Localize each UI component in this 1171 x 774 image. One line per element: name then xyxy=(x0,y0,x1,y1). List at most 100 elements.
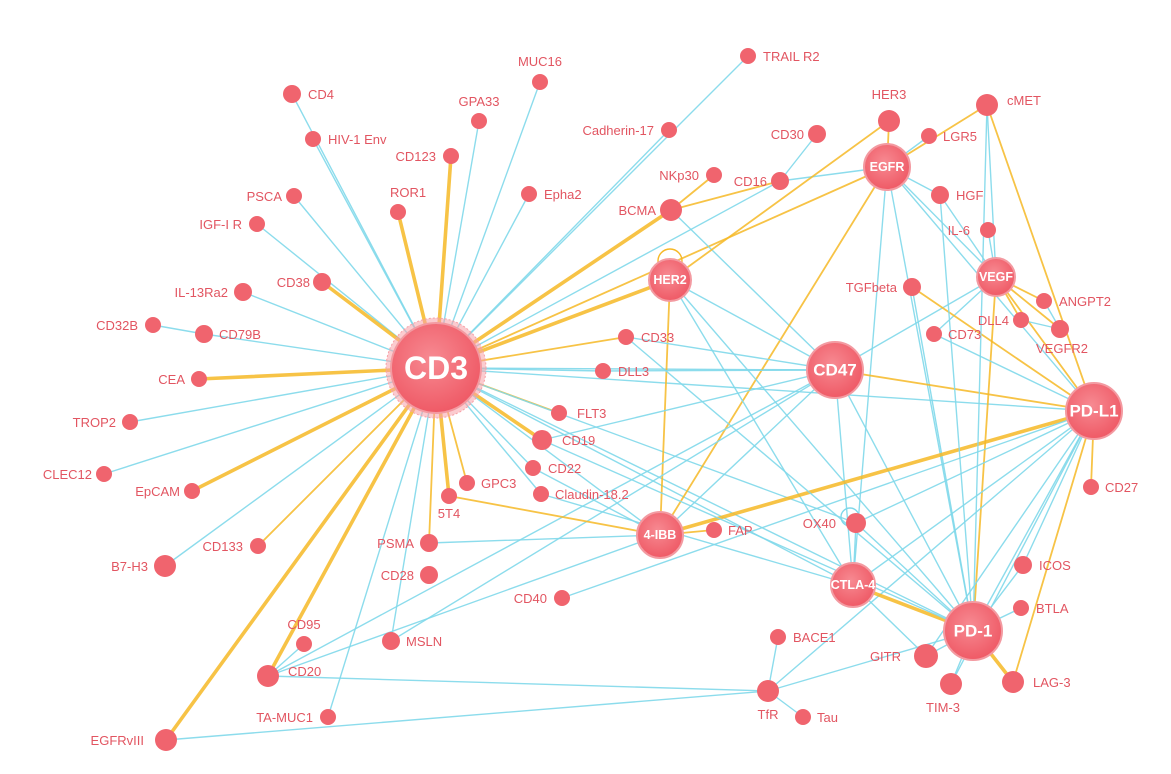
node-circle-flt3[interactable] xyxy=(551,405,567,421)
node-circle-fap[interactable] xyxy=(706,522,722,538)
node-circle-epcam[interactable] xyxy=(184,483,200,499)
node-igf-i-r[interactable]: IGF-I R xyxy=(199,216,265,232)
node-cd27[interactable]: CD27 xyxy=(1083,479,1138,495)
node-circle-vegf[interactable] xyxy=(976,257,1016,297)
node-circle-b7-h3[interactable] xyxy=(154,555,176,577)
node-circle-trail-r2[interactable] xyxy=(740,48,756,64)
node-dll3[interactable]: DLL3 xyxy=(595,363,649,379)
node-circle-cd3[interactable] xyxy=(390,322,482,414)
node-circle-lgr5[interactable] xyxy=(921,128,937,144)
node-circle-cmet[interactable] xyxy=(976,94,998,116)
node-circle-cd16[interactable] xyxy=(771,172,789,190)
node-b7-h3[interactable]: B7-H3 xyxy=(111,555,176,577)
node-fap[interactable]: FAP xyxy=(706,522,753,538)
node-cd32b[interactable]: CD32B xyxy=(96,317,161,333)
node-ctla-4[interactable]: CTLA-4 xyxy=(830,562,876,608)
node-circle-btla[interactable] xyxy=(1013,600,1029,616)
node-circle-hgf[interactable] xyxy=(931,186,949,204)
node-tim-3[interactable]: TIM-3 xyxy=(926,673,962,715)
node-cadherin-17[interactable]: Cadherin-17 xyxy=(582,122,677,138)
node-circle-cd95[interactable] xyxy=(296,636,312,652)
node-circle-bcma[interactable] xyxy=(660,199,682,221)
node-ox40[interactable]: OX40 xyxy=(803,513,866,533)
node-circle-lag-3[interactable] xyxy=(1002,671,1024,693)
node-muc16[interactable]: MUC16 xyxy=(518,54,562,90)
node-4-ibb[interactable]: 4-IBB xyxy=(636,511,684,559)
node-circle-il-13ra2[interactable] xyxy=(234,283,252,301)
node-circle-cd40[interactable] xyxy=(554,590,570,606)
node-circle-egfr[interactable] xyxy=(863,143,911,191)
node-claudin-18-2[interactable]: Claudin-18.2 xyxy=(533,486,629,502)
node-pd-1[interactable]: PD-1 xyxy=(943,601,1003,661)
node-pd-l1[interactable]: PD-L1 xyxy=(1065,382,1123,440)
node-nkp30[interactable]: NKp30 xyxy=(659,167,722,183)
node-trop2[interactable]: TROP2 xyxy=(73,414,138,430)
node-bcma[interactable]: BCMA xyxy=(618,199,682,221)
node-circle-4-ibb[interactable] xyxy=(636,511,684,559)
node-circle-ta-muc1[interactable] xyxy=(320,709,336,725)
node-epha2[interactable]: Epha2 xyxy=(521,186,582,202)
node-egfr[interactable]: EGFR xyxy=(863,143,911,191)
node-circle-cadherin-17[interactable] xyxy=(661,122,677,138)
node-angpt2[interactable]: ANGPT2 xyxy=(1036,293,1111,309)
node-circle-muc16[interactable] xyxy=(532,74,548,90)
node-icos[interactable]: ICOS xyxy=(1014,556,1071,574)
node-clec12[interactable]: CLEC12 xyxy=(43,466,112,482)
node-tgfbeta[interactable]: TGFbeta xyxy=(846,278,921,296)
node-circle-cd123[interactable] xyxy=(443,148,459,164)
node-gitr[interactable]: GITR xyxy=(870,644,938,668)
node-circle-5t4[interactable] xyxy=(441,488,457,504)
node-circle-cd32b[interactable] xyxy=(145,317,161,333)
node-circle-pd-1[interactable] xyxy=(943,601,1003,661)
node-cd4[interactable]: CD4 xyxy=(283,85,334,103)
node-circle-cd133[interactable] xyxy=(250,538,266,554)
node-bace1[interactable]: BACE1 xyxy=(770,629,836,645)
node-circle-psca[interactable] xyxy=(286,188,302,204)
node-circle-tfr[interactable] xyxy=(757,680,779,702)
node-hgf[interactable]: HGF xyxy=(931,186,984,204)
node-circle-cd79b[interactable] xyxy=(195,325,213,343)
node-circle-bace1[interactable] xyxy=(770,629,786,645)
node-cd133[interactable]: CD133 xyxy=(203,538,266,554)
node-circle-gpa33[interactable] xyxy=(471,113,487,129)
node-circle-hiv-1-env[interactable] xyxy=(305,131,321,147)
node-circle-cd30[interactable] xyxy=(808,125,826,143)
node-circle-her2[interactable] xyxy=(648,258,692,302)
node-msln[interactable]: MSLN xyxy=(382,632,442,650)
node-circle-psma[interactable] xyxy=(420,534,438,552)
node-circle-ox40[interactable] xyxy=(846,513,866,533)
node-circle-claudin-18-2[interactable] xyxy=(533,486,549,502)
node-circle-tgfbeta[interactable] xyxy=(903,278,921,296)
node-circle-cd73[interactable] xyxy=(926,326,942,342)
node-circle-egfrviii[interactable] xyxy=(155,729,177,751)
node-circle-cea[interactable] xyxy=(191,371,207,387)
node-vegf[interactable]: VEGF xyxy=(976,257,1016,297)
node-circle-cd4[interactable] xyxy=(283,85,301,103)
node-gpa33[interactable]: GPA33 xyxy=(459,94,500,129)
node-il-6[interactable]: IL-6 xyxy=(948,222,996,238)
node-cd33[interactable]: CD33 xyxy=(618,329,674,345)
node-circle-ror1[interactable] xyxy=(390,204,406,220)
node-circle-cd33[interactable] xyxy=(618,329,634,345)
node-circle-ctla-4[interactable] xyxy=(830,562,876,608)
node-lgr5[interactable]: LGR5 xyxy=(921,128,977,144)
node-cd95[interactable]: CD95 xyxy=(287,617,321,652)
node-cd3[interactable]: CD3 xyxy=(390,322,482,414)
node-cea[interactable]: CEA xyxy=(158,371,207,387)
node-circle-angpt2[interactable] xyxy=(1036,293,1052,309)
node-circle-cd47[interactable] xyxy=(806,341,864,399)
node-circle-cd28[interactable] xyxy=(420,566,438,584)
node-il-13ra2[interactable]: IL-13Ra2 xyxy=(175,283,252,301)
node-circle-dll4[interactable] xyxy=(1013,312,1029,328)
node-trail-r2[interactable]: TRAIL R2 xyxy=(740,48,820,64)
node-circle-icos[interactable] xyxy=(1014,556,1032,574)
node-circle-vegfr2[interactable] xyxy=(1051,320,1069,338)
node-psma[interactable]: PSMA xyxy=(377,534,438,552)
node-flt3[interactable]: FLT3 xyxy=(551,405,606,421)
node-cd28[interactable]: CD28 xyxy=(381,566,438,584)
node-circle-dll3[interactable] xyxy=(595,363,611,379)
node-circle-tau[interactable] xyxy=(795,709,811,725)
node-ror1[interactable]: ROR1 xyxy=(390,185,426,220)
node-dll4[interactable]: DLL4 xyxy=(978,312,1029,328)
node-circle-cd38[interactable] xyxy=(313,273,331,291)
